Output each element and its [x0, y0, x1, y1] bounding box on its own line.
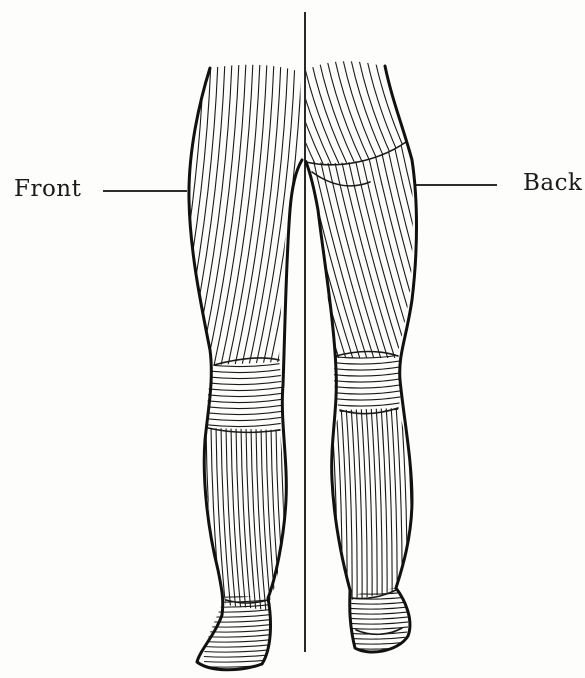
front-calf-fibres — [196, 425, 306, 612]
front-knee-fibres — [200, 356, 290, 433]
back-thigh-fibres — [260, 140, 516, 365]
back-label: Back — [523, 172, 582, 195]
back-knee-fibres — [328, 348, 406, 418]
front-label: Front — [14, 178, 81, 201]
gluteal-fibres — [270, 55, 478, 170]
front-foot-fibres — [196, 594, 276, 677]
